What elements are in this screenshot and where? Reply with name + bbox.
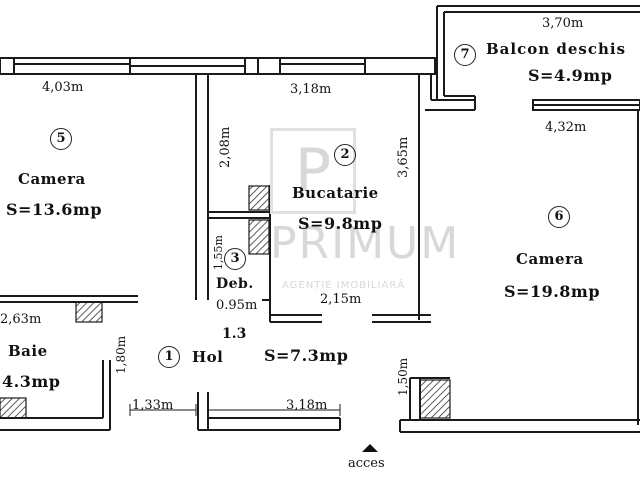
room-name-balcon: Balcon deschis (486, 40, 627, 58)
room-number-2: 2 (334, 144, 356, 166)
shaft-upper (248, 185, 270, 211)
watermark-logo: P (270, 128, 356, 214)
shaft-baie (75, 301, 103, 323)
room-name-deb: Deb. (216, 276, 254, 292)
room-name-camera-right: Camera (516, 250, 584, 268)
room-number-5: 5 (50, 128, 72, 150)
dim-balcon-top: 3,70m (542, 16, 584, 31)
room-area-hol: S=7.3mp (264, 346, 349, 365)
dim-hol-bottom: 3,18m (286, 398, 328, 413)
room-number-6: 6 (548, 206, 570, 228)
room-name-bucatarie: Bucatarie (292, 184, 379, 202)
entry-arrow-icon (362, 444, 378, 452)
room-area-balcon: S=4.9mp (528, 66, 613, 85)
dim-hol-left: 1,33m (132, 398, 174, 413)
room-name-camera-left: Camera (18, 170, 86, 188)
room-number-7: 7 (454, 44, 476, 66)
dim-deb-side: 1,55m (212, 235, 225, 270)
room-name-baie: Baie (8, 342, 48, 360)
watermark-tagline: AGENȚIE IMOBILIARĂ (282, 280, 406, 291)
dim-bucatarie-right: 3,65m (396, 136, 411, 178)
ventilation-shafts (0, 185, 451, 419)
dim-entry-side: 1,50m (396, 357, 410, 396)
shaft-hol (0, 397, 27, 419)
dim-bucatarie-bottom: 2,15m (320, 292, 362, 307)
room-area-camera-right: S=19.8mp (504, 282, 601, 301)
room-area-camera-left: S=13.6mp (6, 200, 103, 219)
shaft-entry (419, 379, 451, 419)
dim-bucatarie-top: 3,18m (290, 82, 332, 97)
dim-camera-left-width: 4,03m (42, 80, 84, 95)
entry-label: acces (348, 456, 385, 471)
room-number-1: 1 (158, 346, 180, 368)
room-area-baie: 4.3mp (2, 372, 61, 391)
top-wall-kitchen (244, 57, 436, 75)
dim-camera-right-top: 4,32m (545, 120, 587, 135)
walls (0, 5, 640, 433)
room-area-bucatarie: S=9.8mp (298, 214, 383, 233)
room-name-hol: Hol (192, 348, 224, 366)
dim-baie-top: 2,63m (0, 312, 42, 327)
watermark-word: PRIMUM (270, 218, 461, 269)
room-number-3: 3 (224, 248, 246, 270)
dim-baie-side: 1,80m (114, 335, 128, 374)
dim-deb-width: 0.95m (216, 298, 258, 313)
dimension-lines (129, 404, 341, 416)
shaft-lower (248, 219, 270, 255)
dim-deb-extra: 1.3 (222, 326, 247, 342)
dim-bucatarie-left: 2,08m (218, 126, 233, 168)
